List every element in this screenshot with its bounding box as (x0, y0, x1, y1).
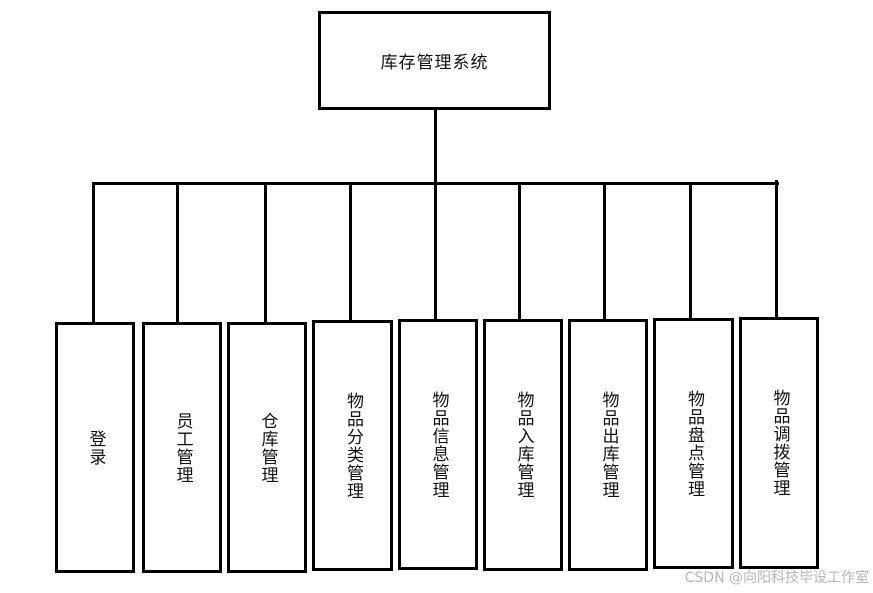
connector-drop (264, 183, 267, 324)
child-node-staff: 员工管理 (142, 322, 222, 573)
child-node-category: 物品分类管理 (312, 320, 393, 571)
child-node-label: 物品出库管理 (598, 391, 619, 499)
connector-drop (518, 183, 521, 321)
child-node-inbound: 物品入库管理 (483, 319, 563, 571)
connector-drop (92, 183, 95, 324)
trunk-connector (434, 110, 437, 185)
child-node-login: 登录 (55, 322, 135, 573)
root-node-label: 库存管理系统 (380, 53, 489, 73)
connector-drop (176, 183, 179, 324)
connector-drop (349, 183, 352, 322)
child-node-label: 员工管理 (172, 411, 193, 484)
child-node-stocktake: 物品盘点管理 (653, 318, 734, 569)
child-node-label: 登录 (85, 429, 106, 466)
connector-drop (775, 180, 778, 320)
child-node-outbound: 物品出库管理 (568, 319, 648, 571)
child-node-transfer: 物品调拨管理 (739, 317, 819, 569)
child-node-label: 物品信息管理 (428, 390, 449, 499)
child-node-label: 物品调拨管理 (769, 389, 790, 497)
connector-drop (603, 183, 606, 322)
watermark-text: CSDN @向阳科技毕设工作室 (684, 570, 869, 586)
child-node-label: 仓库管理 (257, 411, 278, 484)
connector-drop (434, 183, 437, 321)
child-node-label: 物品盘点管理 (684, 389, 704, 498)
root-node-box: 库存管理系统 (318, 11, 551, 110)
child-node-label: 物品入库管理 (513, 391, 534, 499)
connector-drop (689, 183, 692, 320)
child-node-item-info: 物品信息管理 (398, 319, 478, 570)
child-node-warehouse: 仓库管理 (227, 322, 307, 573)
child-node-label: 物品分类管理 (343, 391, 363, 500)
